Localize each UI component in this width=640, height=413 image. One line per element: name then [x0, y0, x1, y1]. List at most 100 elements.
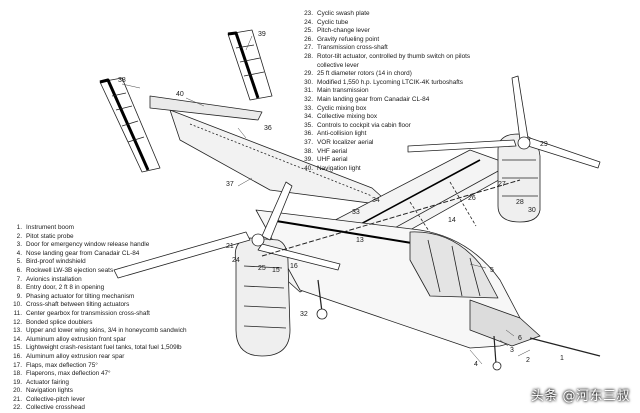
- legend-number: 35.: [304, 121, 313, 129]
- legend-row: 39.UHF aerial: [298, 156, 470, 165]
- callout-16: 16: [290, 263, 298, 270]
- legend-text: Instrument boom: [26, 224, 74, 231]
- legend-text: Bird-proof windshield: [26, 258, 86, 266]
- callout-2: 2: [526, 357, 530, 364]
- legend-number: 23.: [304, 10, 313, 17]
- legend-number: 27.: [304, 44, 313, 52]
- legend-text: Actuator fairing: [26, 378, 69, 386]
- legend-number: 10.: [13, 301, 22, 309]
- legend-row: 27. Transmission cross-shaft: [298, 44, 470, 53]
- instrument-boom: [529, 337, 601, 357]
- legend-number: 37.: [304, 138, 313, 146]
- callout-24: 24: [232, 257, 240, 264]
- legend-text: Aluminum alloy extrusion rear spar: [26, 352, 125, 360]
- callout-25: 25: [258, 265, 266, 272]
- legend-text: Transmission cross-shaft: [317, 44, 388, 52]
- legend-row: 23. Cyclic swash plate: [298, 10, 470, 19]
- legend-row: 38.VHF aerial: [298, 148, 470, 157]
- legend-number: 34.: [304, 113, 313, 121]
- legend-text: Collective-pitch lever: [26, 395, 85, 403]
- legend-text: collective lever: [317, 61, 359, 69]
- legend-text: Navigation light: [317, 164, 361, 172]
- legend-row: collective lever: [298, 62, 470, 71]
- legend-row: 2.Pitot static probe: [7, 233, 187, 242]
- legend-text: Modified 1,550 h.p. Lycoming LTCIK-4K tu…: [317, 78, 463, 86]
- legend-row: 30.Modified 1,550 h.p. Lycoming LTCIK-4K…: [298, 79, 470, 88]
- callout-32: 32: [300, 311, 308, 318]
- legend-text: Main transmission: [317, 87, 369, 95]
- legend-text: VOR localizer aerial: [317, 138, 374, 146]
- legend-row: 17.Flaps, max deflection 75°: [7, 362, 187, 371]
- legend-number: 20.: [13, 387, 22, 395]
- legend-row: 7.Avionics installation: [7, 276, 187, 285]
- tailplane: [149, 95, 263, 121]
- callout-36: 36: [264, 125, 272, 132]
- legend-number: 15.: [13, 344, 22, 352]
- legend-text: Lightweight crash-resistant fuel tanks, …: [26, 344, 182, 352]
- legend-number: 3.: [16, 241, 22, 249]
- legend-row: 24.Cyclic tube: [298, 19, 470, 28]
- callout-15: 15: [272, 267, 280, 274]
- legend-text: Cyclic swash plate: [317, 10, 370, 17]
- legend-row: 32.Main landing gear from Canadair CL-84: [298, 96, 470, 105]
- legend-text: Cyclic mixing box: [317, 104, 367, 112]
- legend-text: Cross-shaft between tilting actuators: [26, 301, 130, 309]
- legend-row: 4. Nose landing gear from Canadair CL-84: [7, 250, 187, 259]
- legend-number: 19.: [13, 378, 22, 386]
- callout-14: 14: [448, 217, 456, 224]
- legend-row: 14.Aluminum alloy extrusion front spar: [7, 336, 187, 345]
- legend-row: 29.25 ft diameter rotors (14 in chord): [298, 70, 470, 79]
- legend-text: UHF aerial: [317, 156, 348, 164]
- legend-number: [298, 62, 313, 71]
- legend-text: Flaperons, max deflection 47°: [26, 370, 111, 378]
- legend-row: 21. Collective-pitch lever: [7, 396, 187, 405]
- legend-text: Upper and lower wing skins, 3/4 in honey…: [26, 327, 187, 335]
- legend-number: 28.: [304, 52, 313, 60]
- legend-row: 35.Controls to cockpit via cabin floor: [298, 122, 470, 131]
- legend-row: 18. Flaperons, max deflection 47°: [7, 370, 187, 379]
- legend-number: 38.: [304, 147, 313, 155]
- legend-row: 25.Pitch-change lever: [298, 27, 470, 36]
- legend-number: 18.: [13, 370, 22, 378]
- tail-fin-left: [99, 77, 161, 173]
- legend-row: 10. Cross-shaft between tilting actuators: [7, 301, 187, 310]
- legend-number: 14.: [13, 335, 22, 343]
- legend-row: 5.Bird-proof windshield: [7, 258, 187, 267]
- legend-text: Gravity refueling point: [317, 35, 380, 43]
- legend-text: Center gearbox for transmission cross-sh…: [26, 309, 150, 317]
- legend-row: 16. Aluminum alloy extrusion rear spar: [7, 353, 187, 362]
- legend-text: Rockwell LW-3B ejection seats: [26, 266, 114, 274]
- legend-row: 36.Anti-collision light: [298, 130, 470, 139]
- callout-30: 30: [528, 207, 536, 214]
- legend-row: 13.Upper and lower wing skins, 3/4 in ho…: [7, 327, 187, 336]
- callout-34: 34: [372, 197, 380, 204]
- legend-text: Anti-collision light: [317, 130, 367, 138]
- legend-number: 12.: [13, 318, 22, 326]
- legend-row: 15. Lightweight crash-resistant fuel tank…: [7, 344, 187, 353]
- legend-text: Pitch-change lever: [317, 27, 370, 35]
- callout-21: 21: [226, 243, 234, 250]
- legend-number: 21.: [13, 395, 22, 403]
- legend-text: Collective crosshead: [26, 404, 85, 412]
- callout-27: 27: [498, 181, 506, 188]
- legend-number: 6.: [16, 266, 22, 274]
- callout-13: 13: [356, 237, 364, 244]
- callout-38: 38: [118, 77, 126, 84]
- legend-number: 4.: [16, 249, 22, 257]
- legend-row: 26.Gravity refueling point: [298, 36, 470, 45]
- legend-text: Avionics installation: [26, 275, 82, 283]
- callout-5: 5: [490, 267, 494, 274]
- nose-section: [469, 299, 541, 347]
- legend-row: 11.Center gearbox for transmission cross…: [7, 310, 187, 319]
- legend-text: Door for emergency window release handle: [26, 241, 150, 249]
- callout-1: 1: [560, 355, 564, 362]
- legend-number: 16.: [13, 352, 22, 360]
- legend-row: 20.Navigation lights: [7, 387, 187, 396]
- legend-text: Nose landing gear from Canadair CL-84: [26, 249, 140, 257]
- callout-39: 39: [258, 31, 266, 38]
- legend-row: 9.Phasing actuator for tilting mechanism: [7, 293, 187, 302]
- legend-row: 1.Instrument boom: [7, 224, 187, 233]
- legend-row: 37. VOR localizer aerial: [298, 139, 470, 148]
- legend-row: 3. Door for emergency window release hand…: [7, 241, 187, 250]
